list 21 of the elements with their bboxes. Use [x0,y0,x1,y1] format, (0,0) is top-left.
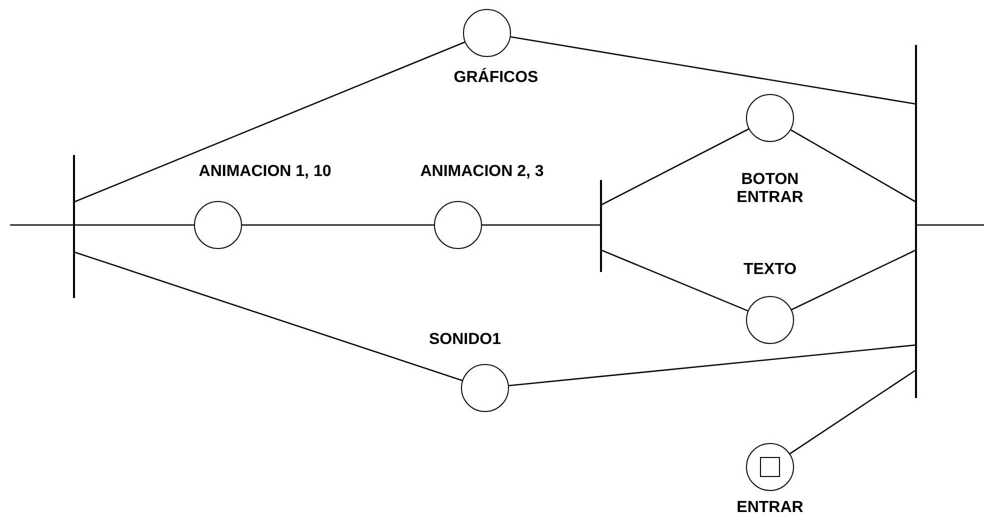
connector-line [482,224,601,226]
connector-line [74,224,194,226]
connector-line [790,129,916,203]
place-label: TEXTO [742,261,798,279]
place-label: ANIMACION 1, 10 [198,163,332,181]
place-label: SONIDO1 [428,331,502,349]
place-label: ANIMACION 2, 3 [419,163,545,181]
connector-line [242,224,434,226]
connector-line [791,249,916,310]
connector-line [600,128,749,206]
place-label: ENTRAR [736,499,804,517]
connector-line [600,249,748,312]
connector-line [10,224,74,226]
connector-line [74,251,462,382]
connector-line [790,369,916,454]
connector-line [508,344,916,386]
connector-line [510,36,916,105]
connector-line [74,41,466,203]
place-label: GRÁFICOS [452,69,540,87]
connector-line [916,224,984,226]
place-label: BOTON ENTRAR [736,171,804,207]
